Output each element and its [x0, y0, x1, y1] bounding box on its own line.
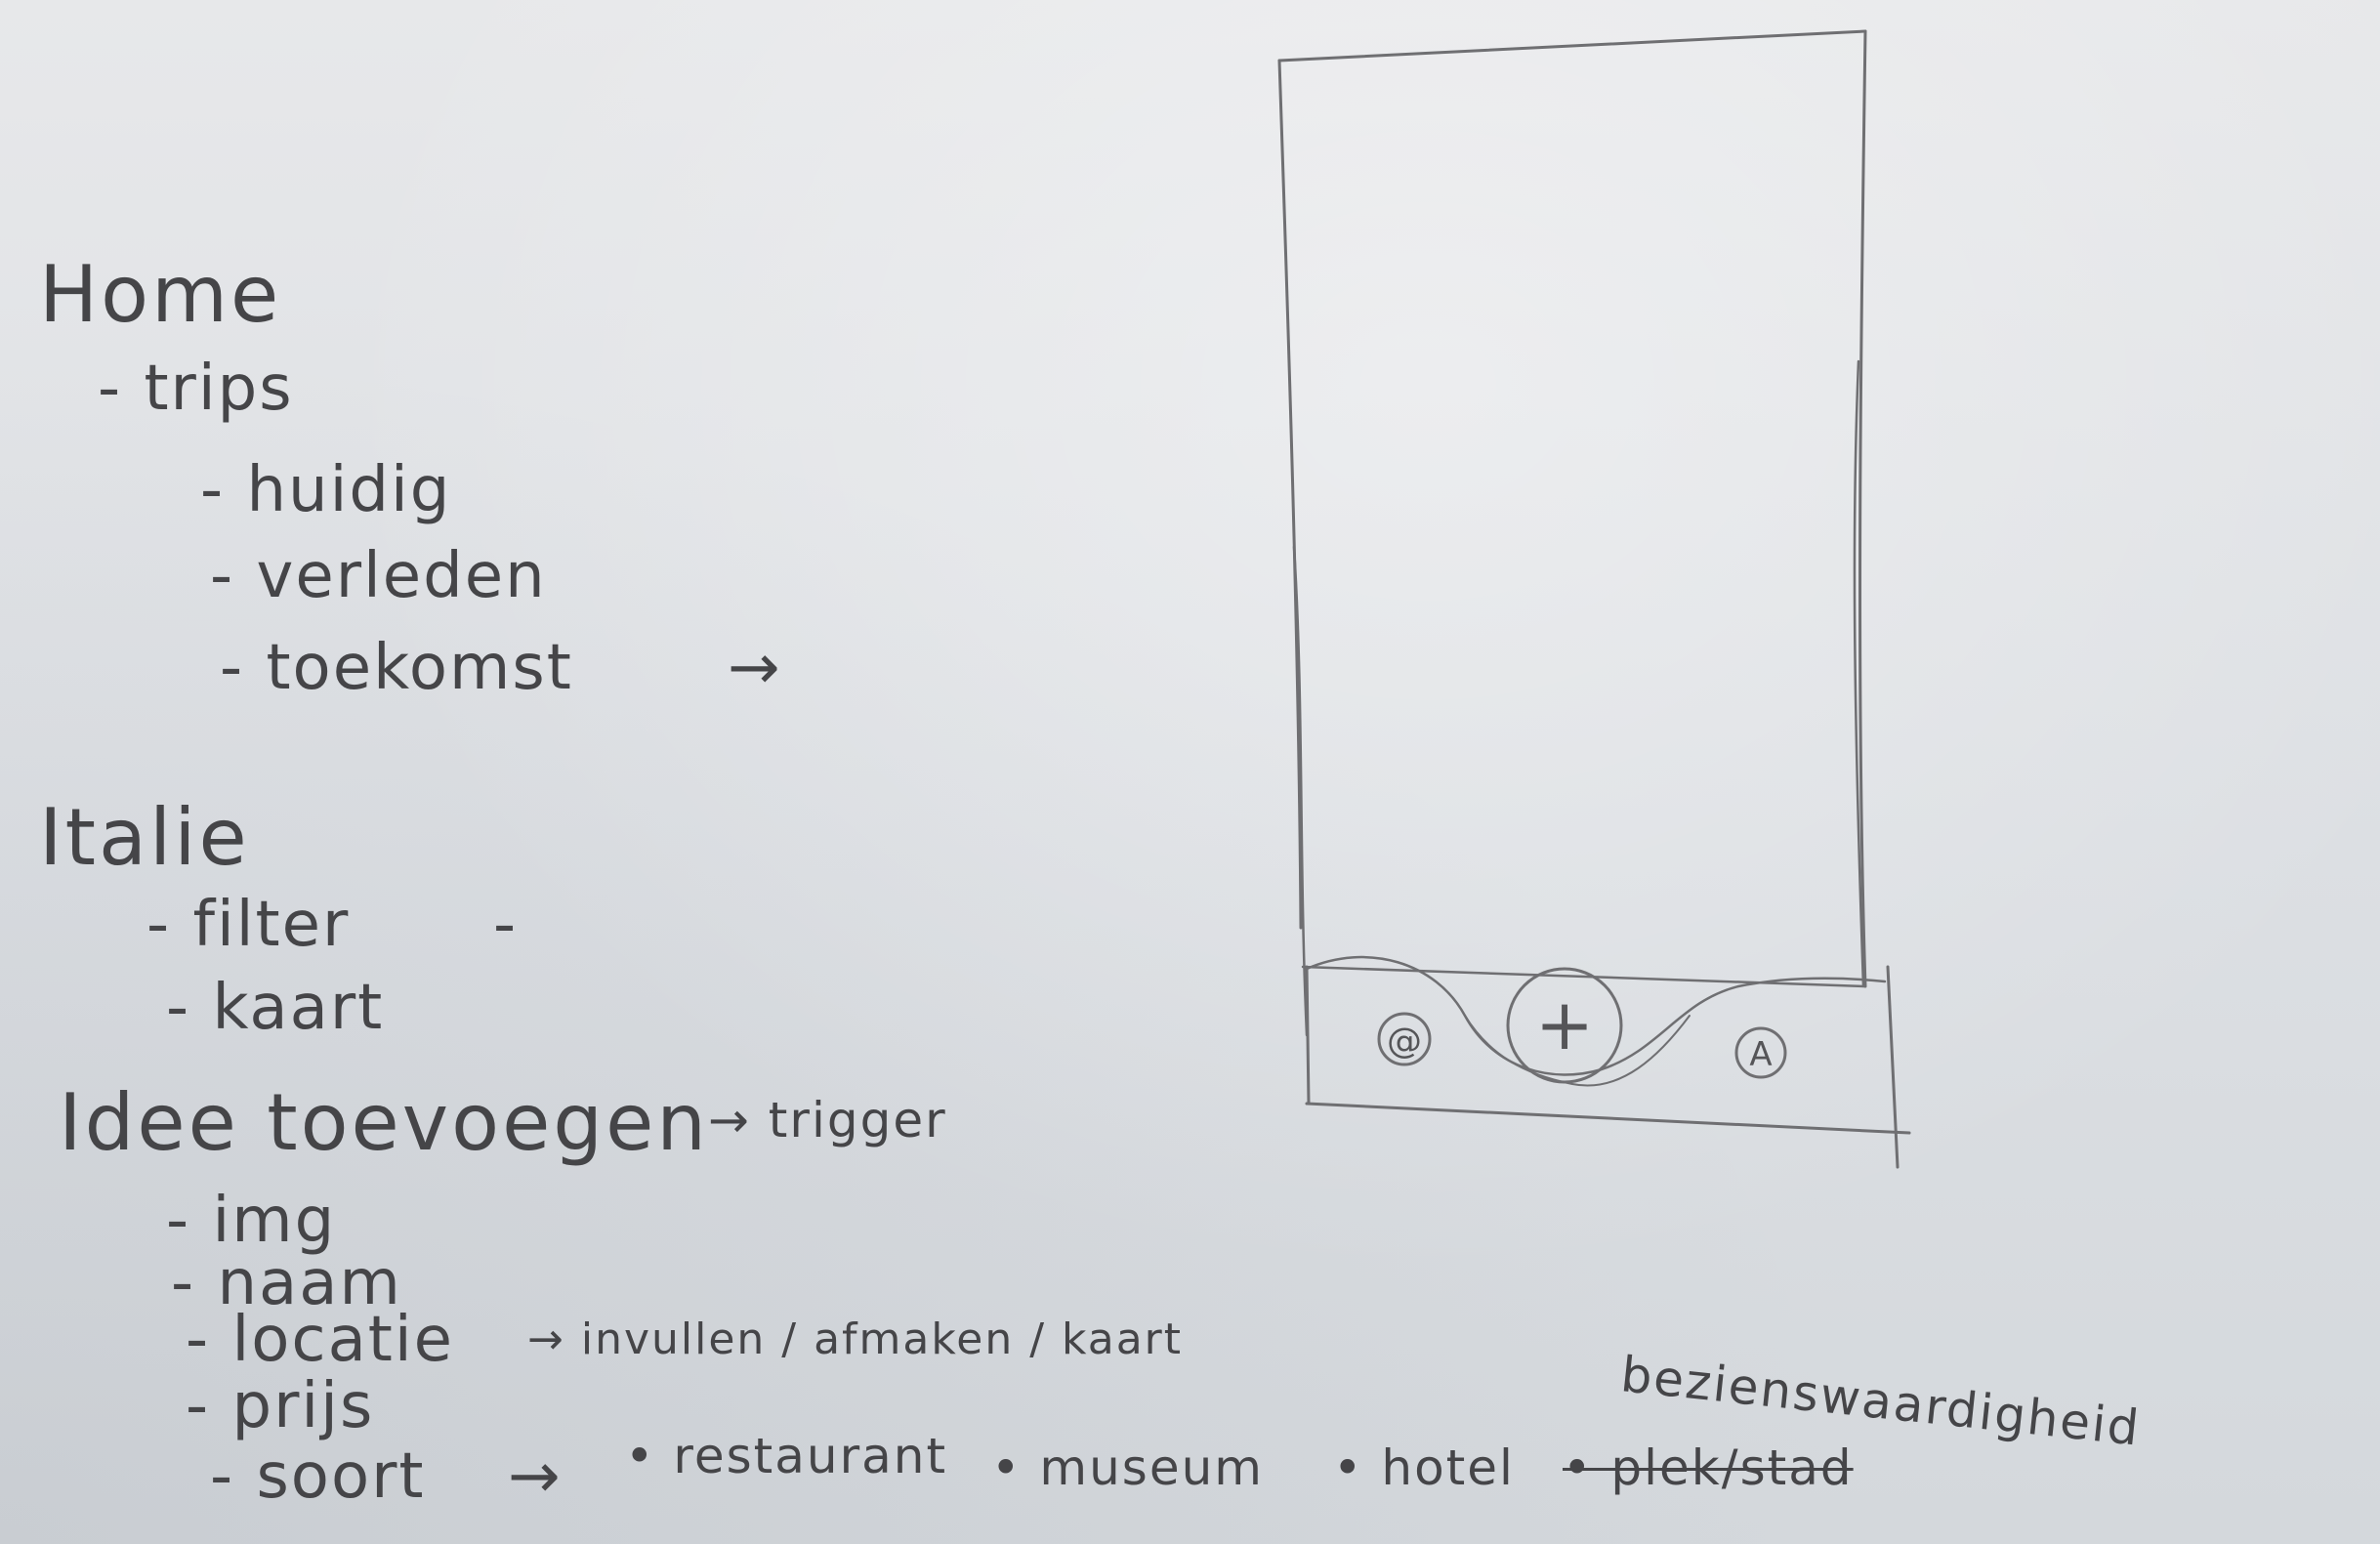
list-item-prijs: - prijs — [186, 1370, 375, 1442]
filter-trailing-dash: - — [493, 889, 519, 961]
list-item-naam: - naam — [171, 1247, 402, 1319]
toekomst-arrow: → — [728, 632, 782, 704]
list-item-trips: - trips — [98, 353, 294, 425]
section-idee-toevoegen-title: Idee toevoegen — [59, 1077, 709, 1168]
soort-option-restaurant: • restaurant — [625, 1428, 948, 1484]
list-item-kaart: - kaart — [166, 972, 385, 1044]
list-item-img: - img — [166, 1185, 337, 1257]
soort-option-plek-stad: • plek/stad — [1563, 1440, 1854, 1496]
tabbar-left-icon-circle — [1377, 1012, 1432, 1066]
list-item-toekomst: - toekomst — [220, 632, 573, 704]
list-item-filter: - filter — [146, 889, 351, 961]
section-italie-title: Italie — [39, 792, 250, 883]
section-home-title: Home — [39, 249, 282, 340]
soort-arrow: → — [508, 1440, 563, 1513]
tabbar-wave-lower — [1464, 1015, 1691, 1087]
tabbar-right-icon-circle — [1734, 1026, 1787, 1079]
locatie-options-note: → invullen / afmaken / kaart — [527, 1314, 1184, 1364]
phone-screen-bottom-edge — [1301, 965, 1867, 988]
phone-outline-left-second-stroke — [1292, 545, 1309, 1037]
soort-option-hotel: • hotel — [1333, 1440, 1515, 1496]
list-item-verleden: - verleden — [210, 540, 547, 612]
tabbar-left-side — [1305, 965, 1311, 1106]
phone-outline-right — [1858, 29, 1867, 988]
list-item-soort: - soort — [210, 1440, 426, 1513]
phone-outline-top — [1277, 29, 1867, 63]
phone-outline-left — [1277, 59, 1303, 930]
phone-outline-right-second-stroke — [1853, 359, 1865, 988]
list-item-locatie: - locatie — [186, 1304, 455, 1376]
idee-trigger-note: → trigger — [708, 1092, 947, 1148]
tabbar-center-add-icon[interactable]: + — [1535, 983, 1594, 1065]
tabbar-bottom-line — [1305, 1102, 1911, 1135]
tabbar-right-side — [1886, 965, 1900, 1169]
tabbar-center-add-button-circle — [1506, 967, 1623, 1084]
tabbar-left-icon[interactable]: @ — [1387, 1022, 1422, 1062]
list-item-huidig: - huidig — [200, 454, 452, 526]
soort-option-museum: • museum — [991, 1440, 1264, 1496]
tabbar-right-icon[interactable]: A — [1749, 1035, 1772, 1074]
